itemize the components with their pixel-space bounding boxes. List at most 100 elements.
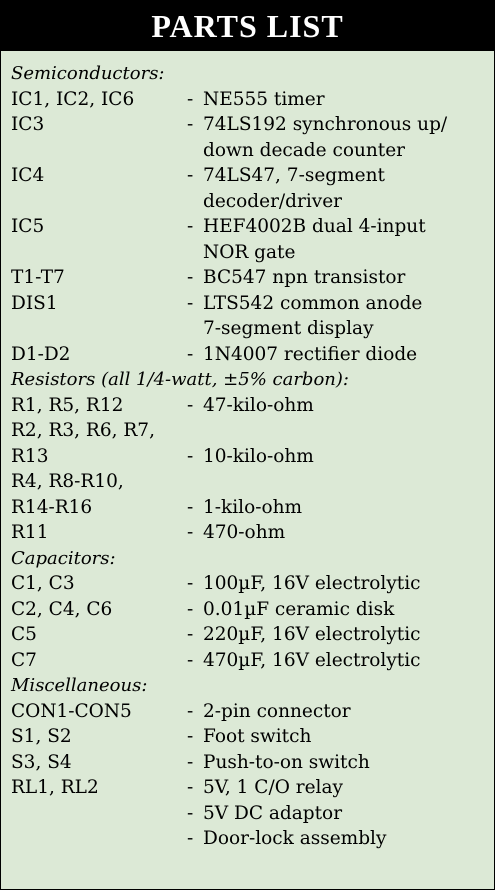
part-reference: IC4 xyxy=(11,165,45,186)
part-reference: R14-R16 xyxy=(11,496,93,518)
part-reference: IC5 xyxy=(11,216,45,237)
part-reference: C2, C4, C6 xyxy=(11,598,113,620)
parts-row: C2, C4, C6 -0.01µF ceramic disk xyxy=(11,597,494,623)
parts-row: R1, R5, R12 -47-kilo-ohm xyxy=(11,393,494,419)
part-description: 74LS47, 7-segment decoder/driver xyxy=(203,165,385,212)
parts-row: T1-T7-BC547 npn transistor xyxy=(11,265,494,291)
part-description: 220µF, 16V electrolytic xyxy=(203,624,421,645)
parts-row: IC3 -74LS192 synchronous up/ down decade … xyxy=(11,112,494,163)
part-description: NE555 timer xyxy=(203,88,325,110)
separator-dash: - xyxy=(187,496,194,518)
separator-dash: - xyxy=(187,598,194,620)
part-reference: DIS1 xyxy=(11,292,58,314)
part-reference: CON1-CON5 xyxy=(11,700,132,722)
parts-row: C1, C3 -100µF, 16V electrolytic xyxy=(11,571,494,597)
part-description: 10-kilo-ohm xyxy=(203,445,314,467)
part-description: LTS542 common anode 7-segment display xyxy=(203,292,423,340)
parts-row: DIS1 -LTS542 common anode 7-segment displ… xyxy=(11,291,494,342)
separator-dash: - xyxy=(187,573,194,594)
separator-dash: - xyxy=(187,751,194,773)
separator-dash: - xyxy=(187,726,194,747)
parts-row: IC4 -74LS47, 7-segment decoder/driver xyxy=(11,163,494,214)
separator-dash: - xyxy=(187,802,194,824)
title-bar: PARTS LIST xyxy=(1,1,494,51)
parts-list-body: Semiconductors:IC1, IC2, IC6-NE555 timer… xyxy=(1,51,494,852)
parts-row: D1-D2-1N4007 rectifier diode xyxy=(11,342,494,368)
parts-section: Capacitors:C1, C3-100µF, 16V electrolyti… xyxy=(11,546,494,674)
parts-row: CON1-CON5 -2-pin connector xyxy=(11,699,494,725)
part-reference: R13 xyxy=(11,445,49,467)
parts-row: IC1, IC2, IC6 -NE555 timer xyxy=(11,87,494,113)
separator-dash: - xyxy=(187,394,194,416)
part-reference: R2, R3, R6, R7, xyxy=(11,420,155,441)
section-heading: Semiconductors: xyxy=(11,63,165,84)
part-reference: S1, S2 xyxy=(11,726,72,747)
part-reference: IC3 xyxy=(11,114,45,135)
parts-row: R4, R8-R10, xyxy=(11,469,494,495)
separator-dash: - xyxy=(187,216,194,237)
separator-dash xyxy=(187,469,203,495)
part-reference: C1, C3 xyxy=(11,573,75,594)
part-description: 2-pin connector xyxy=(203,700,351,722)
part-description: HEF4002B dual 4-input NOR gate xyxy=(203,216,426,263)
parts-row: RL1, RL2-5V, 1 C/O relay xyxy=(11,775,494,801)
parts-row: C7 -470µF, 16V electrolytic xyxy=(11,648,494,674)
separator-dash: - xyxy=(187,88,194,110)
part-description: 1-kilo-ohm xyxy=(203,496,303,518)
parts-row: R13 -10-kilo-ohm xyxy=(11,444,494,470)
parts-row: IC5 -HEF4002B dual 4-input NOR gate xyxy=(11,214,494,265)
separator-dash: - xyxy=(187,624,194,645)
separator-dash: - xyxy=(187,700,194,722)
part-description: 47-kilo-ohm xyxy=(203,394,314,416)
part-description: Foot switch xyxy=(203,726,312,747)
part-reference xyxy=(11,826,187,852)
separator-dash: - xyxy=(187,522,194,543)
parts-row: C5 -220µF, 16V electrolytic xyxy=(11,622,494,648)
part-reference: R1, R5, R12 xyxy=(11,394,124,416)
separator-dash: - xyxy=(187,343,194,365)
separator-dash: - xyxy=(187,114,194,135)
separator-dash: - xyxy=(187,828,194,849)
part-reference: R11 xyxy=(11,522,49,543)
part-description: 5V, 1 C/O relay xyxy=(203,777,343,798)
part-reference: C7 xyxy=(11,649,37,671)
part-description xyxy=(203,418,494,444)
page-title: PARTS LIST xyxy=(151,7,344,44)
part-description: Push-to-on switch xyxy=(203,751,370,773)
separator-dash: - xyxy=(187,292,194,314)
section-heading: Resistors (all 1/4-watt, ±5% carbon): xyxy=(11,369,349,390)
section-heading: Capacitors: xyxy=(11,547,116,569)
part-description: 470-ohm xyxy=(203,522,286,543)
parts-row: -5V DC adaptor xyxy=(11,801,494,827)
separator-dash: - xyxy=(187,777,194,798)
part-description: Door-lock assembly xyxy=(203,828,387,849)
parts-section: Semiconductors:IC1, IC2, IC6-NE555 timer… xyxy=(11,61,494,367)
part-description xyxy=(203,469,494,495)
separator-dash: - xyxy=(187,445,194,467)
part-description: 5V DC adaptor xyxy=(203,802,343,824)
part-description: 100µF, 16V electrolytic xyxy=(203,573,421,594)
part-description: 74LS192 synchronous up/ down decade coun… xyxy=(203,114,448,161)
parts-row: -Door-lock assembly xyxy=(11,826,494,852)
parts-row: R14-R16 -1-kilo-ohm xyxy=(11,495,494,521)
part-reference xyxy=(11,801,187,827)
part-reference: IC1, IC2, IC6 xyxy=(11,88,135,110)
part-reference: C5 xyxy=(11,624,37,645)
part-description: 470µF, 16V electrolytic xyxy=(203,649,421,671)
part-reference: S3, S4 xyxy=(11,751,72,773)
part-description: 0.01µF ceramic disk xyxy=(203,598,395,620)
part-reference: R4, R8-R10, xyxy=(11,471,124,492)
part-description: BC547 npn transistor xyxy=(203,267,406,288)
part-reference: T1-T7 xyxy=(11,267,65,288)
parts-section: Resistors (all 1/4-watt, ±5% carbon): R1,… xyxy=(11,367,494,546)
parts-row: R2, R3, R6, R7, xyxy=(11,418,494,444)
parts-row: S3, S4 -Push-to-on switch xyxy=(11,750,494,776)
separator-dash: - xyxy=(187,649,194,671)
part-description: 1N4007 rectifier diode xyxy=(203,343,418,365)
parts-row: R11 -470-ohm xyxy=(11,520,494,546)
separator-dash: - xyxy=(187,165,194,186)
parts-row: S1, S2 -Foot switch xyxy=(11,724,494,750)
section-heading: Miscellaneous: xyxy=(11,675,148,696)
